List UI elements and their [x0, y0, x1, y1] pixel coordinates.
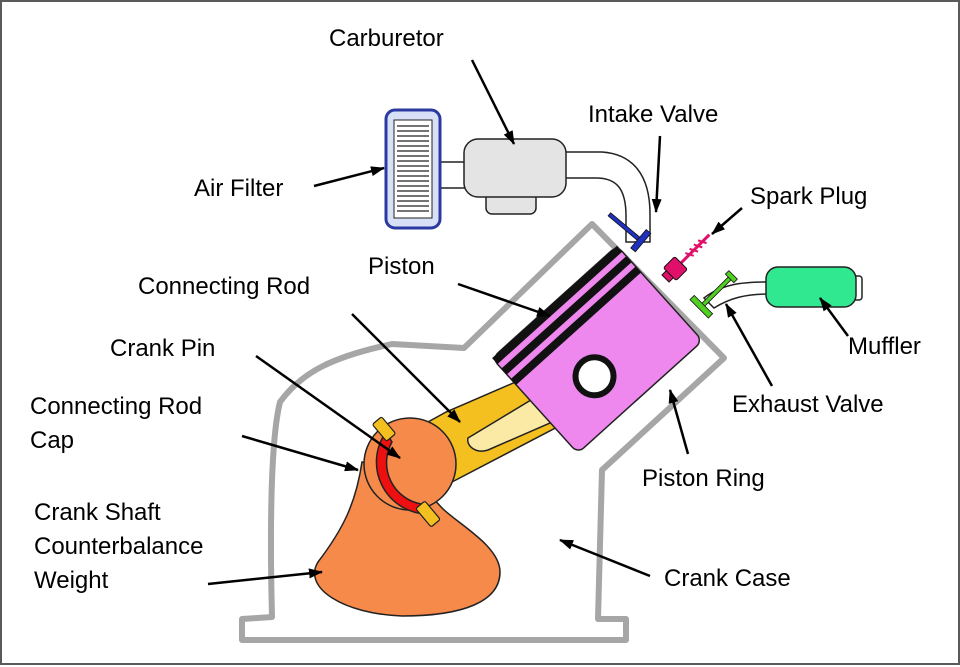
air-filter — [384, 108, 442, 230]
arrow-connecting-rod — [351, 313, 461, 423]
arrow-muffler — [818, 297, 850, 337]
arrow-exhaust-valve — [724, 303, 774, 387]
label-muffler: Muffler — [848, 333, 921, 360]
intake-valve — [607, 212, 652, 253]
intake-pipe — [561, 151, 651, 243]
label-piston-ring: Piston Ring — [642, 465, 765, 492]
arrow-carburetor — [470, 59, 516, 145]
arrow-intake-valve — [651, 135, 662, 213]
arrow-spark-plug — [711, 207, 743, 235]
label-connecting-rod-cap-line1: Connecting Rod — [30, 393, 202, 420]
spark-plug — [661, 233, 711, 283]
label-crank-shaft-line2: Counterbalance — [34, 533, 203, 560]
label-intake-valve: Intake Valve — [588, 101, 718, 128]
label-air-filter: Air Filter — [194, 175, 283, 202]
arrow-counterweight — [207, 568, 323, 586]
label-connecting-rod-cap-line2: Cap — [30, 427, 74, 454]
label-carburetor: Carburetor — [329, 25, 444, 52]
labels: Carburetor Intake Valve Air Filter Spark… — [30, 25, 921, 594]
crank-case-outline — [239, 221, 727, 643]
label-crank-shaft-line1: Crank Shaft — [34, 499, 161, 526]
pointer-arrows — [207, 59, 850, 586]
label-connecting-rod: Connecting Rod — [138, 273, 310, 300]
label-crank-pin: Crank Pin — [110, 335, 215, 362]
muffler — [765, 266, 863, 308]
arrow-piston-ring — [668, 389, 690, 455]
label-spark-plug: Spark Plug — [750, 183, 867, 210]
arrow-crank-pin — [255, 354, 401, 460]
label-exhaust-valve: Exhaust Valve — [732, 391, 884, 418]
carburetor — [463, 138, 567, 215]
arrow-connecting-rod-cap — [241, 434, 359, 472]
connecting-rod-cap — [372, 416, 441, 527]
label-crank-shaft-line3: Weight — [34, 567, 109, 594]
crank-counterweight — [313, 461, 501, 617]
label-piston: Piston — [368, 253, 435, 280]
arrow-air-filter — [313, 166, 385, 188]
exhaust-valve — [689, 270, 738, 319]
arrow-piston — [457, 282, 551, 318]
piston — [492, 245, 701, 451]
arrow-crank-case — [559, 538, 651, 578]
label-crank-case: Crank Case — [664, 565, 791, 592]
